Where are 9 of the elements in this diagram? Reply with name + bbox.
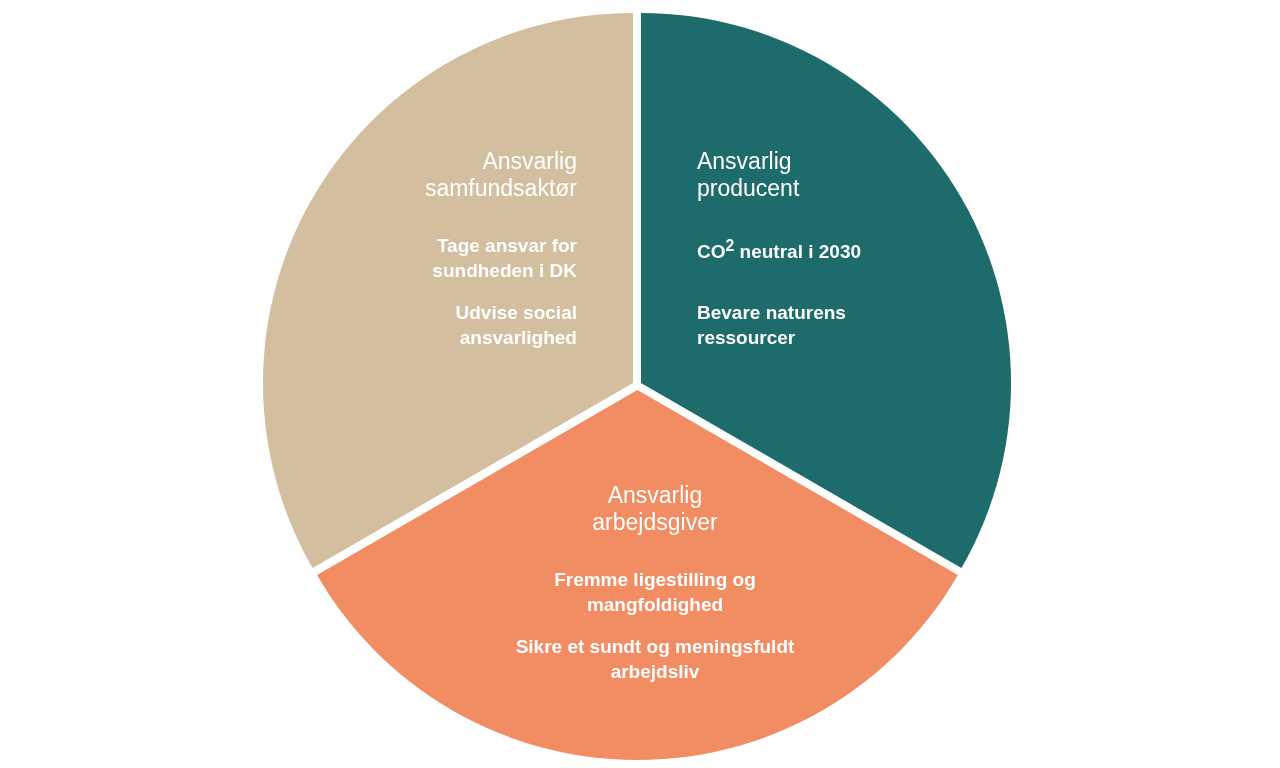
segment-heading: Ansvarlig arbejdsgiver xyxy=(591,482,719,536)
goal-text: Fremme ligestilling og mangfoldighed xyxy=(553,568,757,617)
goal-text: Udvise social ansvarlighed xyxy=(454,301,577,350)
goal-text: Sikre et sundt og meningsfuldt arbejdsliv xyxy=(514,635,796,684)
goal-text: Tage ansvar for sundheden i DK xyxy=(431,234,577,283)
segment-heading: Ansvarlig producent xyxy=(697,148,801,202)
goal-text: Bevare naturens ressourcer xyxy=(697,301,847,350)
goal-text: CO$^{2}$ neutral i 2030 xyxy=(697,236,863,265)
segment-heading: Ansvarlig samfundsaktør xyxy=(423,148,577,202)
